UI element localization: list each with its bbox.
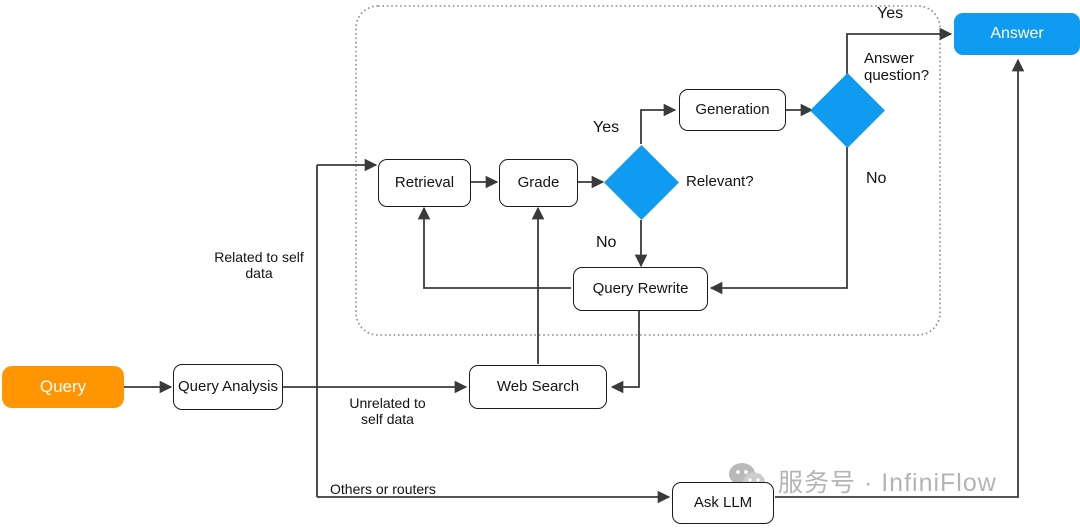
edge-label-unrelated-to-self-data: Unrelated to self data (349, 395, 426, 428)
node-query[interactable]: Query (2, 366, 124, 408)
node-generation[interactable]: Generation (679, 89, 786, 131)
edge-relevant-yes-to-generation (640, 103, 677, 144)
edge-query-rewrite-to-web-search (610, 311, 640, 394)
node-query-rewrite[interactable]: Query Rewrite (573, 267, 708, 311)
edge-answer-no-to-query-rewrite (709, 147, 848, 295)
decision-answer-question-label: Answer question? (864, 50, 930, 85)
edge-label-relevant-no: No (596, 234, 617, 251)
node-grade[interactable]: Grade (499, 159, 578, 207)
edge-label-related-to-self-data: Related to self data (214, 249, 304, 282)
watermark-text: 服务号 · InfiniFlow (778, 468, 997, 497)
watermark: 服务号 · InfiniFlow (728, 462, 997, 499)
node-web-search[interactable]: Web Search (469, 365, 607, 409)
node-retrieval[interactable]: Retrieval (378, 159, 471, 207)
edge-label-answer-yes: Yes (877, 5, 904, 22)
edge-ask-llm-to-answer (775, 58, 1025, 498)
edge-label-relevant-yes: Yes (593, 119, 620, 136)
edge-label-others-or-routers: Others or routers (330, 481, 436, 497)
edge-label-answer-no: No (866, 170, 887, 187)
edge-answer-yes-to-answer (846, 27, 953, 74)
node-answer[interactable]: Answer (954, 13, 1080, 55)
node-query-analysis[interactable]: Query Analysis (173, 364, 283, 410)
edge-query-rewrite-to-retrieval (417, 206, 571, 289)
decision-relevant-label: Relevant? (686, 173, 754, 190)
node-ask-llm[interactable]: Ask LLM (672, 482, 774, 524)
dotted-group-boundary (355, 5, 941, 336)
